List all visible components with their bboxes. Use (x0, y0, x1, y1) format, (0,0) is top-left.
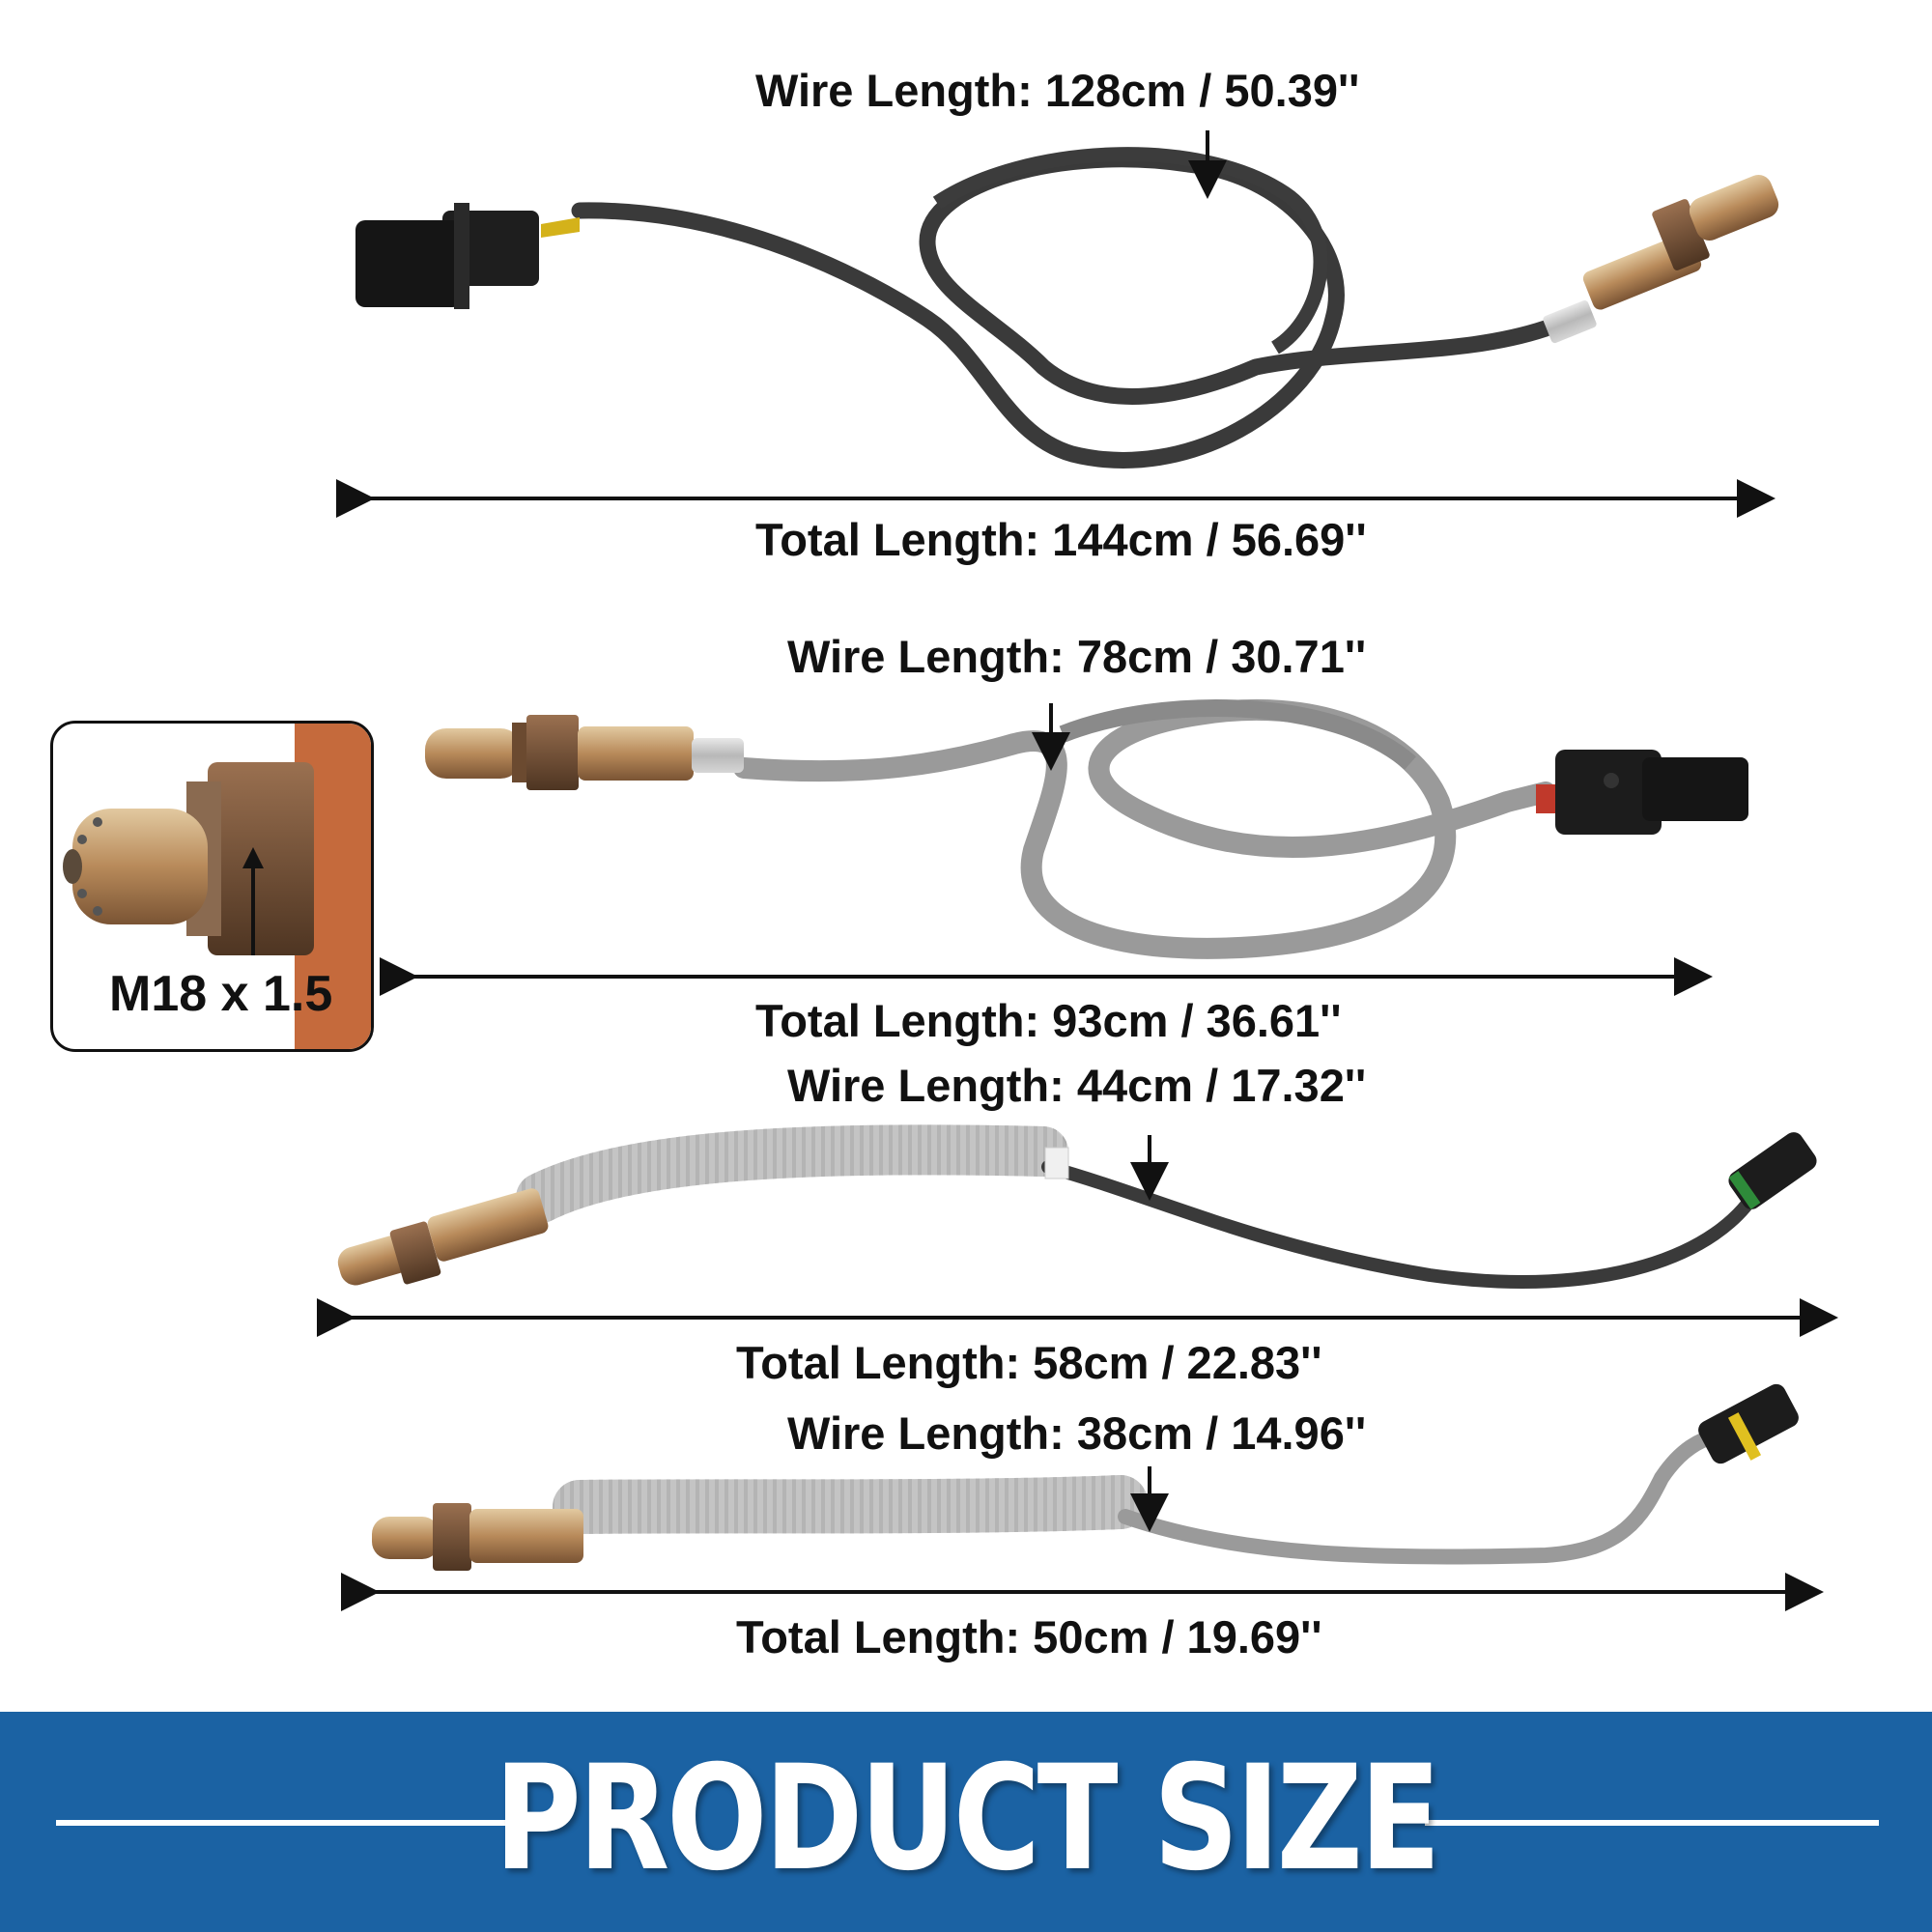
sensor-3-wire-length: Wire Length: 44cm / 17.32'' (787, 1060, 1367, 1111)
thread-detail-inset: M18 x 1.5 (50, 721, 374, 1052)
thread-closeup-icon (63, 724, 371, 1049)
thread-size-label: M18 x 1.5 (109, 966, 333, 1022)
oxygen-sensor-icon (337, 1188, 549, 1286)
sensor-4 (372, 1383, 1799, 1571)
banner-title: PRODUCT SIZE (494, 1735, 1441, 1903)
oxygen-sensor-icon (425, 715, 744, 790)
sensor-2 (425, 698, 1748, 959)
sensor-2-wire-length: Wire Length: 78cm / 30.71'' (787, 631, 1367, 682)
oxygen-sensor-icon (372, 1503, 583, 1571)
banner-left-rule (56, 1820, 522, 1826)
sensor-4-wire-length: Wire Length: 38cm / 14.96'' (787, 1407, 1367, 1459)
sensor-1-wire-length: Wire Length: 128cm / 50.39'' (755, 65, 1360, 116)
sensor-3 (337, 1124, 1817, 1289)
sensor-3-total-length: Total Length: 58cm / 22.83'' (736, 1337, 1322, 1388)
connector-plug-icon (1728, 1132, 1817, 1209)
banner-right-rule (1425, 1820, 1879, 1826)
sensor-1 (355, 147, 1779, 469)
sensor-4-cable (1118, 1427, 1727, 1565)
product-illustration (317, 130, 1838, 1611)
connector-plug-icon (355, 203, 580, 309)
sensor-2-total-length: Total Length: 93cm / 36.61'' (755, 995, 1342, 1046)
connector-plug-icon (1698, 1383, 1799, 1464)
sensor-3-cable (1041, 1160, 1765, 1289)
sensor-1-total-length: Total Length: 144cm / 56.69'' (755, 514, 1367, 565)
sensor-4-total-length: Total Length: 50cm / 19.69'' (736, 1611, 1322, 1662)
product-size-banner: PRODUCT SIZE (0, 1712, 1932, 1932)
sensor-1-cable (571, 151, 1554, 469)
oxygen-sensor-icon (1543, 175, 1779, 344)
connector-plug-icon (1536, 750, 1748, 835)
sensor-2-cable (733, 698, 1556, 959)
